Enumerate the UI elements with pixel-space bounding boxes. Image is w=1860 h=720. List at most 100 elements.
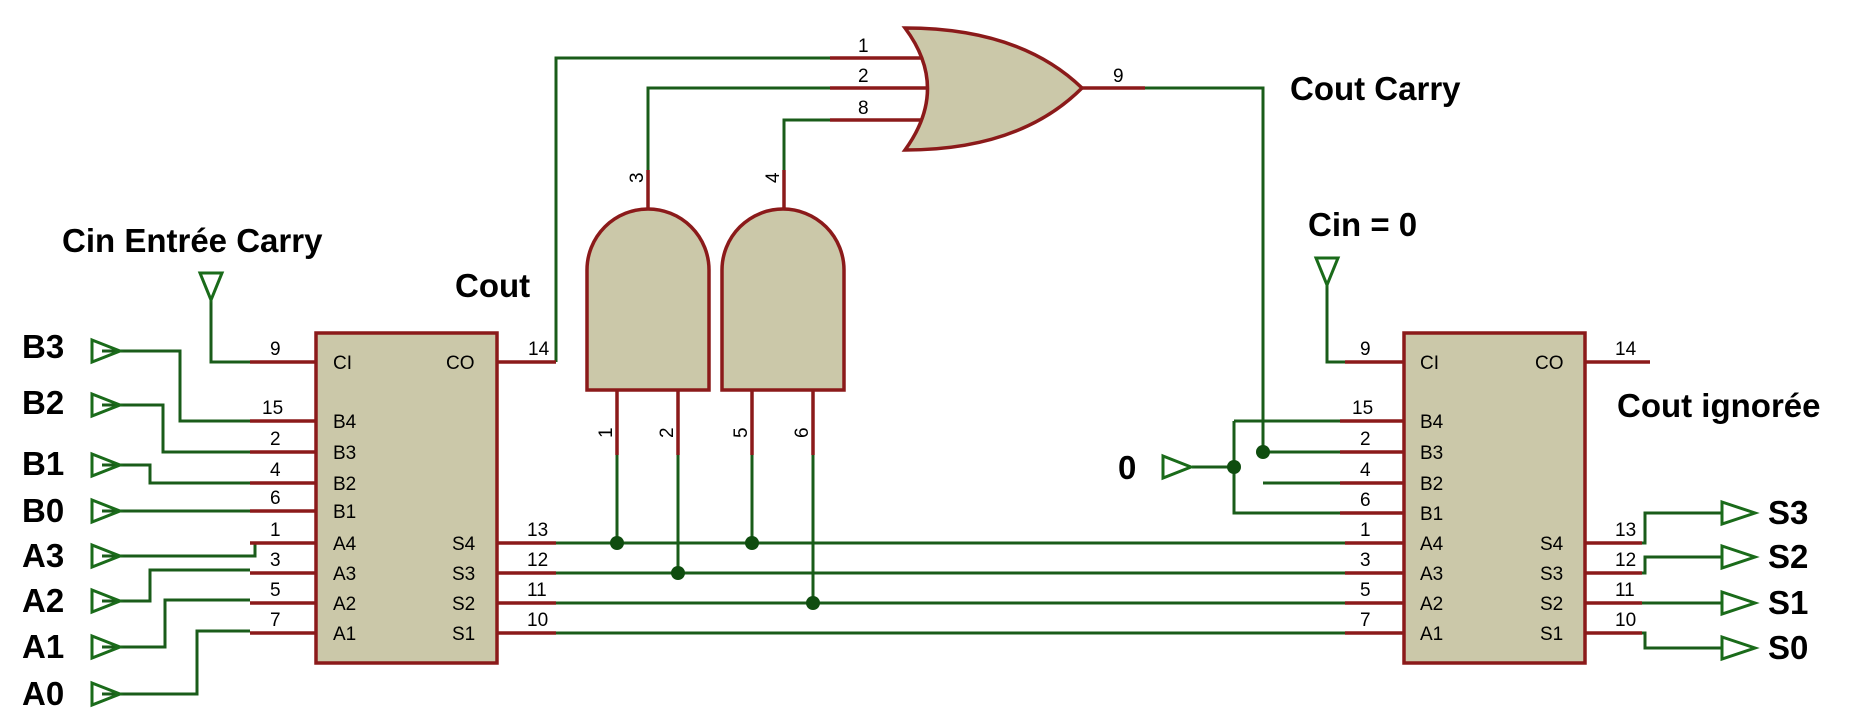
input-label-b0: B0 (22, 492, 64, 529)
wire-b1 (102, 463, 250, 485)
pin-num-ci: 9 (1360, 339, 1371, 360)
pin-num-b1: 6 (270, 488, 281, 509)
output-port-icon[interactable] (1720, 589, 1760, 617)
pin-num-a4: 1 (270, 520, 281, 541)
input-port-icon[interactable] (90, 542, 125, 570)
wire-cin-right (1325, 285, 1345, 364)
pin-name-b4: B4 (333, 412, 357, 433)
input-port-icon[interactable] (90, 337, 125, 365)
pin-num-b4: 15 (1352, 398, 1373, 419)
pin-name-s4: S4 (452, 534, 476, 555)
output-label-s0: S0 (1768, 629, 1808, 666)
junction-dot (1256, 445, 1270, 459)
wire-zero-b1 (1232, 421, 1340, 515)
input-port-icon[interactable] (90, 587, 125, 615)
pin-num-s4: 13 (1615, 520, 1636, 541)
wire-s3 (1642, 511, 1722, 545)
pin-num-a1: 7 (270, 610, 281, 631)
output-label-s2: S2 (1768, 538, 1808, 575)
pin-name-ci: CI (333, 353, 352, 374)
pin-num-co: 14 (528, 339, 550, 360)
output-label-s3: S3 (1768, 494, 1808, 531)
pin-name-a4: A4 (333, 534, 357, 555)
cin-zero-label: Cin = 0 (1308, 206, 1417, 243)
pin-name-co: CO (1535, 353, 1564, 374)
pin-name-b2: B2 (1420, 474, 1443, 495)
input-label-a1: A1 (22, 628, 64, 665)
pin-num-s4: 13 (527, 520, 548, 541)
input-label-a2: A2 (22, 582, 64, 619)
pin-num-b1: 6 (1360, 490, 1371, 511)
pin-name-b4: B4 (1420, 412, 1444, 433)
zero-label: 0 (1118, 449, 1136, 486)
pin-num-b4: 15 (262, 398, 283, 419)
pin-name-a3: A3 (333, 564, 356, 585)
and2-out-num: 4 (763, 172, 784, 183)
input-port-icon[interactable] (90, 633, 125, 661)
input-label-b1: B1 (22, 445, 64, 482)
pin-name-a2: A2 (333, 594, 356, 615)
cin-port-icon[interactable] (197, 271, 225, 304)
input-label-a0: A0 (22, 675, 64, 712)
pin-name-s3: S3 (1540, 564, 1563, 585)
wire-a0 (102, 629, 250, 696)
input-port-icon[interactable] (90, 391, 125, 419)
pin-name-s2: S2 (1540, 594, 1563, 615)
and-gate-1[interactable]: 3 1 2 (585, 170, 711, 455)
output-port-icon[interactable] (1720, 634, 1760, 662)
pin-num-b3: 2 (1360, 429, 1371, 450)
pin-num-a2: 5 (1360, 580, 1371, 601)
pin-name-co: CO (446, 353, 475, 374)
wire-a2 (102, 568, 250, 603)
and2-body (720, 207, 846, 392)
or-out-num: 9 (1113, 66, 1124, 87)
wire-a1 (102, 598, 250, 649)
cin-entree-label: Cin Entrée Carry (62, 222, 323, 259)
pin-name-s4: S4 (1540, 534, 1564, 555)
pin-num-b2: 4 (1360, 460, 1371, 481)
or-gate[interactable]: 1 2 8 9 (830, 26, 1145, 152)
output-label-s1: S1 (1768, 584, 1808, 621)
pin-num-a3: 3 (1360, 550, 1371, 571)
or-body (901, 26, 1085, 152)
junction-dot (1227, 460, 1241, 474)
junction-dot (610, 536, 624, 550)
wire-b2 (102, 403, 250, 454)
junction-dot (745, 536, 759, 550)
or-in3-num: 8 (858, 98, 869, 119)
output-port-icon[interactable] (1720, 499, 1760, 527)
input-port-icon[interactable] (90, 680, 125, 708)
pin-name-b1: B1 (333, 502, 356, 523)
and1-body (585, 207, 711, 392)
cout-label: Cout (455, 267, 530, 304)
left-chip-pins (250, 360, 556, 635)
output-port-icon[interactable] (1720, 543, 1760, 571)
pin-name-a1: A1 (1420, 624, 1443, 645)
wire-and1-out (646, 86, 830, 213)
pin-num-s3: 12 (527, 550, 548, 571)
pin-name-a2: A2 (1420, 594, 1443, 615)
pin-num-s3: 12 (1615, 550, 1636, 571)
right-adder-chip[interactable]: CI CO B4 B3 B2 B1 A4 A3 A2 A1 S4 S3 S2 S… (1340, 331, 1650, 665)
left-adder-chip[interactable]: CI CO B4 B3 B2 B1 A4 A3 A2 A1 S4 S3 S2 S… (250, 331, 556, 665)
cin-port-icon[interactable] (1313, 256, 1341, 289)
left-chip-body (314, 331, 499, 665)
wire-s0 (1642, 631, 1722, 650)
input-port-icon[interactable] (90, 497, 125, 525)
or-in2-num: 2 (858, 66, 869, 87)
pin-name-a3: A3 (1420, 564, 1443, 585)
pin-num-a1: 7 (1360, 610, 1371, 631)
cout-carry-label: Cout Carry (1290, 70, 1461, 107)
labels: Cin Entrée Carry Cout Cout Carry Cin = 0… (22, 70, 1821, 712)
or-in1-num: 1 (858, 36, 869, 57)
input-ports (90, 256, 1341, 708)
input-port-icon[interactable] (90, 451, 125, 479)
pin-num-s2: 11 (527, 580, 547, 601)
pin-name-ci: CI (1420, 353, 1439, 374)
pin-name-s1: S1 (452, 624, 475, 645)
and-gate-2[interactable]: 4 5 6 (720, 170, 846, 455)
pin-name-s1: S1 (1540, 624, 1563, 645)
and1-in2-num: 2 (657, 427, 678, 438)
zero-port-icon[interactable] (1161, 453, 1196, 481)
wire-cin-left (209, 300, 250, 364)
